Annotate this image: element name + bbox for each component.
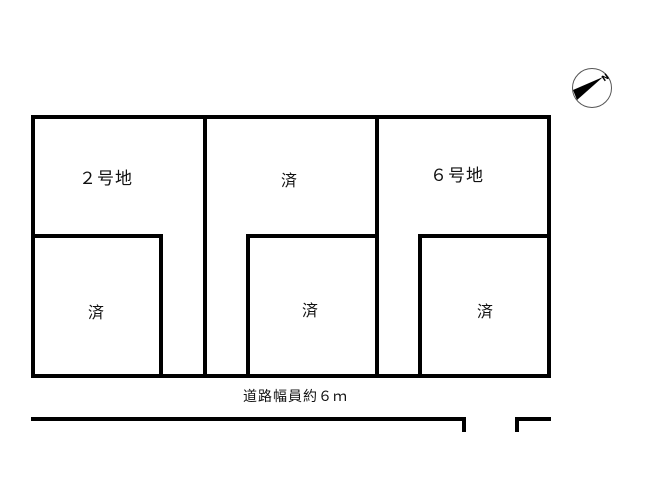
- lot-frame-bottom-border: [31, 374, 551, 378]
- inner-lot-middle-top: [246, 234, 379, 238]
- lot-bottom-left[interactable]: 済: [35, 238, 159, 374]
- lot-top-middle[interactable]: 済: [207, 119, 375, 234]
- road-width-label: 道路幅員約６ｍ: [243, 389, 348, 405]
- lot-divider-1: [203, 115, 207, 378]
- lot-frame-top-border: [31, 115, 551, 119]
- inner-lot-left-top: [31, 234, 163, 238]
- lot-frame-left-border: [31, 115, 35, 378]
- lot-6[interactable]: ６号地: [379, 119, 547, 234]
- road-edge-line-right: [515, 417, 551, 421]
- lot-6-label: ６号地: [430, 166, 484, 186]
- inner-lot-left-right: [159, 234, 163, 378]
- lot-sold-label: 済: [477, 302, 495, 321]
- lot-bottom-middle[interactable]: 済: [250, 238, 375, 374]
- lot-sold-label: 済: [302, 301, 320, 320]
- road-edge-line-left: [31, 417, 466, 421]
- inner-lot-right-left: [418, 234, 422, 378]
- lot-sold-label: 済: [281, 171, 299, 190]
- inner-lot-middle-left: [246, 234, 250, 378]
- lot-divider-2: [375, 115, 379, 378]
- road-edge-tick-right: [515, 417, 519, 432]
- road-edge-tick-left: [462, 417, 466, 432]
- inner-lot-right-top: [418, 234, 551, 238]
- north-arrow-icon: N: [571, 67, 613, 109]
- lot-2-label: ２号地: [79, 169, 133, 189]
- lot-sold-label: 済: [88, 303, 106, 322]
- lot-frame-right-border: [547, 115, 551, 378]
- lot-bottom-right[interactable]: 済: [422, 238, 547, 374]
- compass-north-label: N: [600, 72, 611, 83]
- lot-2[interactable]: ２号地: [35, 119, 203, 234]
